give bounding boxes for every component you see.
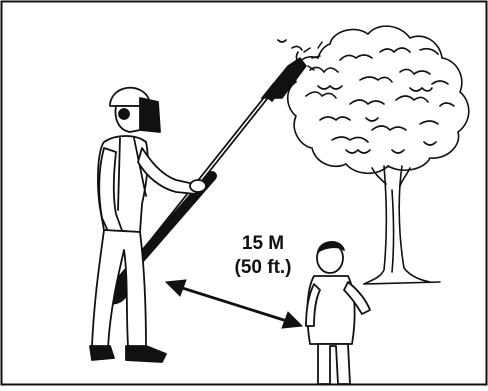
distance-imperial-label: (50 ft.) [220, 257, 306, 279]
border-frame [2, 2, 487, 385]
distance-metric-label: 15 M [228, 233, 298, 255]
boot-left [90, 346, 114, 360]
face-visor [140, 98, 160, 132]
